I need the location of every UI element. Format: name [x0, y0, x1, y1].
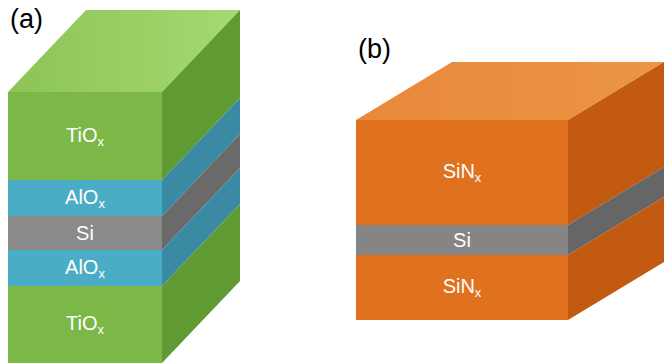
tiox-layer: TiOx: [8, 92, 162, 180]
layer-label: SiNx: [443, 275, 482, 300]
si-layer: Si: [356, 225, 568, 255]
layer-label: TiOx: [66, 312, 104, 337]
panel-label: (a): [10, 4, 43, 35]
layer-label: SiNx: [443, 160, 482, 185]
panel-label: (b): [358, 34, 391, 65]
layer-label: AlOx: [65, 186, 105, 211]
side-face: [162, 204, 240, 363]
side-face: [568, 197, 664, 320]
alox-layer: AlOx: [8, 250, 162, 286]
layer-label: Si: [453, 229, 471, 252]
layer-label: Si: [76, 222, 94, 245]
layer-label: TiOx: [66, 124, 104, 149]
si-layer: Si: [8, 216, 162, 250]
sinx-layer: SiNx: [356, 120, 568, 225]
tiox-layer: TiOx: [8, 286, 162, 363]
alox-layer: AlOx: [8, 180, 162, 216]
sinx-layer: SiNx: [356, 255, 568, 320]
layer-label: AlOx: [65, 256, 105, 281]
